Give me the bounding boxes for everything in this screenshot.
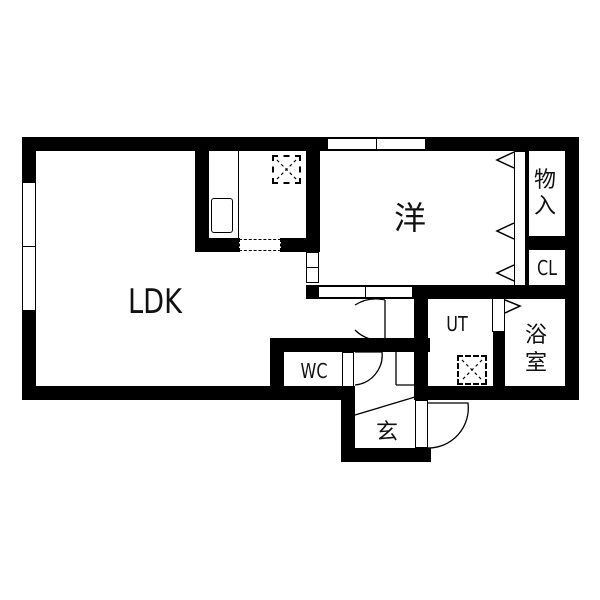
window-left-2 (22, 246, 36, 311)
window-western-bottom-2 (365, 286, 413, 298)
wall-right (565, 137, 579, 399)
wall-wc-top (270, 338, 430, 352)
room-label-utility: UT (446, 312, 468, 336)
kitchen-counter-opening (239, 239, 281, 251)
wall-entrance-left (341, 386, 355, 462)
kitchen-counter-line (238, 151, 239, 239)
wall-entrance-bottom (341, 448, 431, 462)
door-side-panel-2 (306, 267, 319, 283)
wall-wc-left (270, 338, 284, 400)
wall-bottom-ldk (22, 386, 352, 400)
closet-door-track (514, 151, 526, 286)
room-label-entrance: 玄 (375, 420, 398, 445)
room-label-closet: CL (536, 256, 558, 280)
wall-kitchen-bottom (195, 238, 240, 252)
wall-storage-closet (526, 236, 566, 250)
fridge-space-icon (272, 155, 301, 184)
room-label-storage: 物入 (533, 168, 556, 219)
bath-door (492, 298, 505, 332)
wall-top-left (22, 137, 322, 151)
room-label-western: 洋 (393, 199, 426, 237)
wall-closet-left (526, 151, 529, 286)
wall-kitchen-right (306, 137, 320, 252)
room-label-bath: 浴室 (524, 323, 547, 376)
wall-kitchen-left (195, 137, 209, 252)
wall-ut-bath (493, 330, 505, 400)
room-label-toilet: WC (300, 359, 328, 383)
entrance-door-frame (415, 400, 428, 448)
window-top-2 (376, 138, 426, 150)
room-label-ldk: LDK (128, 282, 182, 322)
kitchen-sink (211, 198, 233, 233)
washer-space-icon (457, 355, 487, 385)
